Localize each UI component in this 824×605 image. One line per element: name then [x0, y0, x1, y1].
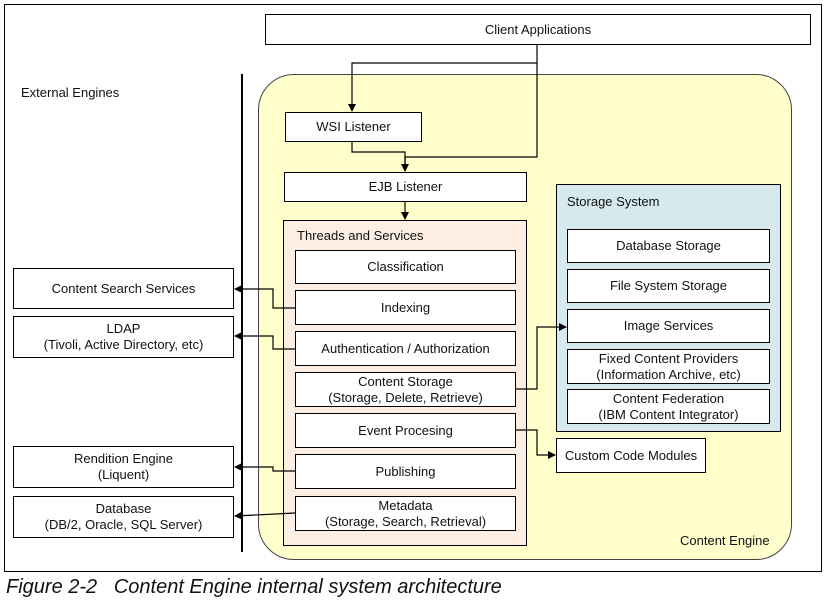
box-line1: Classification [367, 259, 444, 274]
box-line2: (Tivoli, Active Directory, etc) [43, 337, 204, 352]
box-line2: (Storage, Delete, Retrieve) [328, 389, 483, 405]
indexing-box: Indexing [295, 290, 516, 325]
box-line1: Content Federation [612, 390, 725, 406]
box-line1: Content Storage [358, 373, 453, 389]
indexing-to-search-arrow [234, 285, 295, 309]
box-line2: (DB/2, Oracle, SQL Server) [44, 517, 203, 532]
wsi-to-ejb-arrow [351, 142, 406, 171]
metadata-to-database-arrow [234, 511, 296, 520]
box-line1: Authentication / Authorization [321, 340, 490, 356]
auth-to-ldap-arrow [234, 332, 295, 350]
box-line1: Fixed Content Providers [598, 350, 739, 366]
client-to-ejb-arrow [401, 63, 538, 172]
ejb-listener-box: EJB Listener [284, 172, 527, 202]
client-to-wsi-arrow [348, 45, 538, 112]
custom-code-modules-label: Custom Code Modules [564, 447, 698, 463]
ldap-box: LDAP (Tivoli, Active Directory, etc) [13, 316, 234, 358]
file-system-storage-box: File System Storage [567, 269, 770, 303]
fixed-content-providers-box: Fixed Content Providers (Information Arc… [567, 349, 770, 384]
box-line1: Database [95, 501, 152, 516]
box-line1: Content Search Services [51, 280, 196, 296]
metadata-box: Metadata (Storage, Search, Retrieval) [295, 496, 516, 531]
image-services-box: Image Services [567, 309, 770, 343]
box-line1: Event Procesing [358, 422, 453, 438]
box-line2: (IBM Content Integrator) [598, 406, 739, 422]
publishing-box: Publishing [295, 454, 516, 489]
content-storage-box: Content Storage (Storage, Delete, Retrie… [295, 372, 516, 407]
classification-box: Classification [295, 250, 516, 284]
publishing-to-rendition-arrow [234, 463, 295, 472]
box-line1: Image Services [623, 318, 714, 333]
content-search-services-box: Content Search Services [13, 268, 234, 309]
rendition-engine-box: Rendition Engine (Liquent) [13, 446, 234, 488]
box-line1: Publishing [375, 463, 436, 479]
box-line2: (Storage, Search, Retrieval) [324, 513, 487, 529]
wsi-listener-label: WSI Listener [316, 119, 391, 134]
figure-caption: Figure 2-2 Content Engine internal syste… [6, 576, 502, 598]
box-line1: Database Storage [616, 238, 721, 253]
threads-and-services-heading: Threads and Services [297, 228, 424, 243]
database-box: Database (DB/2, Oracle, SQL Server) [13, 496, 234, 538]
content-engine-label: Content Engine [680, 533, 770, 548]
wsi-listener-box: WSI Listener [285, 112, 422, 142]
database-storage-box: Database Storage [567, 229, 770, 263]
event-to-custom-code-arrow [516, 429, 556, 459]
client-applications-box: Client Applications [265, 14, 811, 45]
storage-system-heading: Storage System [567, 194, 660, 209]
authentication-authorization-box: Authentication / Authorization [295, 331, 516, 366]
box-line1: Indexing [380, 299, 431, 315]
content-federation-box: Content Federation (IBM Content Integrat… [567, 389, 770, 424]
ejb-listener-label: EJB Listener [368, 179, 443, 194]
external-separator-line [241, 74, 243, 552]
box-line1: Rendition Engine [73, 451, 174, 466]
box-line1: Metadata [378, 497, 433, 513]
box-line1: File System Storage [609, 278, 728, 293]
box-line2: (Information Archive, etc) [596, 366, 741, 382]
event-processing-box: Event Procesing [295, 413, 516, 448]
external-engines-heading: External Engines [21, 85, 120, 100]
client-applications-label: Client Applications [484, 21, 592, 37]
custom-code-modules-box: Custom Code Modules [556, 438, 706, 473]
content-storage-to-image-services-arrow [516, 323, 567, 390]
box-line1: LDAP [106, 321, 141, 336]
box-line2: (Liquent) [97, 467, 150, 482]
